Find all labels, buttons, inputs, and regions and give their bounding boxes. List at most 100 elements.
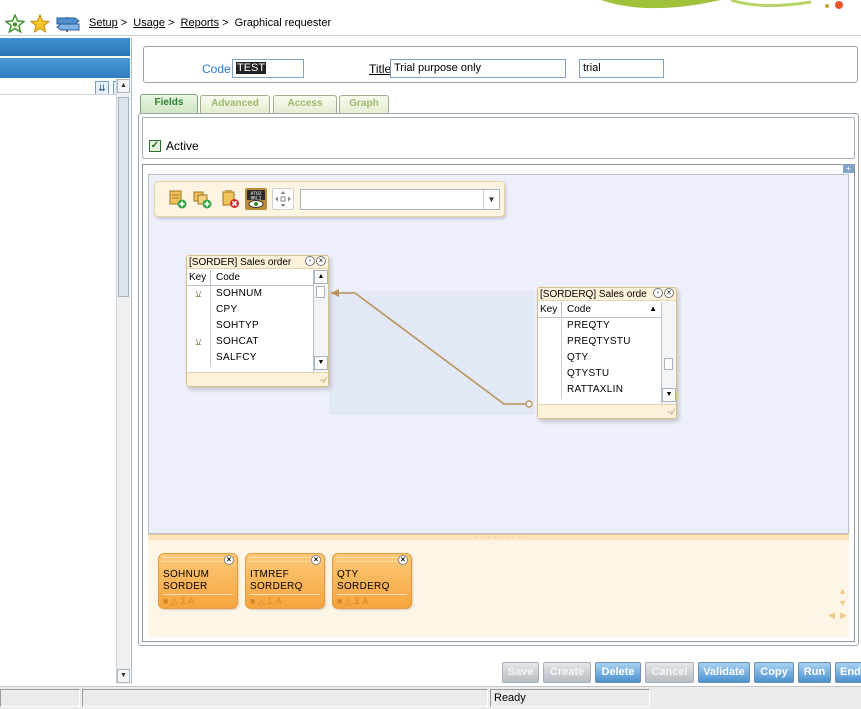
home-icon[interactable] [4, 13, 26, 35]
dropdown-arrow-icon[interactable]: ▼ [483, 190, 499, 209]
run-button[interactable]: Run [798, 662, 831, 683]
validate-button[interactable]: Validate [698, 662, 750, 683]
title-field[interactable]: Trial purpose only [390, 59, 566, 78]
table-title[interactable]: [SORDER] Sales order [187, 256, 328, 269]
chip-option-icons[interactable]: ■ △ Σ A [337, 594, 407, 606]
signpost-icon[interactable] [55, 13, 81, 35]
breadcrumb-separator: > [222, 17, 229, 29]
close-icon[interactable]: × [224, 555, 234, 565]
close-icon[interactable]: × [311, 555, 321, 565]
delete-button[interactable]: Delete [595, 662, 641, 683]
table-row[interactable]: QTYSTU [538, 367, 661, 383]
chip-drag-handle[interactable] [336, 557, 397, 562]
resize-grip-icon[interactable]: −∕ [667, 407, 674, 417]
chip-drag-handle[interactable] [162, 557, 223, 562]
scroll-left-icon[interactable]: ◀ [828, 610, 835, 620]
chip-option-icons[interactable]: ■ △ Σ A [163, 594, 233, 606]
breadcrumb-usage[interactable]: Usage [133, 17, 166, 29]
table-row[interactable]: CPY [187, 303, 313, 319]
create-button[interactable]: Create [543, 662, 591, 683]
selected-field-chip[interactable]: × ITMREF SORDERQ ■ △ Σ A [245, 553, 325, 609]
left-panel-scrollbar[interactable]: ▲ ▼ [116, 79, 130, 684]
scroll-down-icon[interactable]: ▼ [117, 669, 130, 683]
close-icon[interactable]: × [316, 256, 326, 266]
code-value: TEST [236, 62, 267, 74]
table-row[interactable]: RATTAXLIN [538, 383, 661, 399]
scroll-up-icon[interactable]: ▲ [314, 270, 328, 284]
table-card-sorder[interactable]: [SORDER] Sales order - × Key Code ⚺SOHNU… [186, 255, 329, 387]
selected-field-chip[interactable]: × SOHNUM SORDER ■ △ Σ A [158, 553, 238, 609]
link-highlight [329, 291, 535, 415]
scroll-down-icon[interactable]: ▼ [662, 388, 676, 402]
main-content: Code TEST Title Trial purpose only trial… [138, 38, 861, 684]
end-button[interactable]: End [835, 662, 861, 683]
scroll-up-icon[interactable]: ▲ [838, 586, 847, 596]
cancel-button[interactable]: Cancel [645, 662, 694, 683]
table-title[interactable]: [SORDERQ] Sales orde [538, 288, 676, 301]
field-code: QTYSTU [567, 368, 610, 379]
tab-graph[interactable]: Graph [339, 95, 389, 113]
close-icon[interactable]: × [398, 555, 408, 565]
table-row[interactable]: SALFCY [187, 351, 313, 367]
scroll-down-icon[interactable]: ▼ [314, 356, 328, 370]
short-title-field[interactable]: trial [579, 59, 664, 78]
table-row[interactable]: PREQTY [538, 319, 661, 335]
minimize-icon[interactable]: - [653, 288, 663, 298]
table-scrollbar[interactable]: ▼ [661, 302, 676, 404]
move-icon[interactable] [272, 188, 294, 210]
scroll-up-icon[interactable]: ▲ [117, 79, 130, 93]
save-button[interactable]: Save [502, 662, 539, 683]
selected-field-chip[interactable]: × QTY SORDERQ ■ △ Σ A [332, 553, 412, 609]
table-card-sorderq[interactable]: [SORDERQ] Sales orde - × Key Code ▲ PREQ… [537, 287, 677, 419]
add-link-icon[interactable] [191, 188, 213, 210]
key-column-header: Key [538, 302, 562, 318]
scrollbar-thumb[interactable] [118, 97, 129, 297]
chip-drag-handle[interactable] [249, 557, 310, 562]
scrollbar-thumb[interactable] [316, 286, 325, 298]
breadcrumb-reports[interactable]: Reports [180, 17, 220, 29]
table-column-header: Key Code ▲ [538, 302, 661, 318]
table-selector-combo[interactable]: ▼ [300, 189, 500, 210]
left-panel-row[interactable] [0, 79, 116, 95]
favorites-star-icon[interactable] [29, 13, 51, 35]
close-icon[interactable]: × [664, 288, 674, 298]
breadcrumb: Setup> Usage> Reports> Graphical request… [89, 17, 331, 29]
chip-table: SORDERQ [250, 581, 303, 592]
scroll-right-icon[interactable]: ▶ [840, 610, 847, 620]
delete-icon[interactable] [219, 188, 241, 210]
field-code: SOHNUM [216, 288, 263, 299]
chip-table: SORDER [163, 581, 208, 592]
breadcrumb-setup[interactable]: Setup [89, 17, 118, 29]
tab-advanced[interactable]: Advanced [200, 95, 270, 113]
table-row[interactable]: SOHTYP [187, 319, 313, 335]
table-footer: −∕ [538, 404, 676, 418]
table-join-link[interactable] [149, 175, 850, 535]
active-checkbox[interactable]: ✓ [149, 140, 161, 152]
active-label: Active [166, 139, 199, 153]
code-label: Code [202, 62, 231, 76]
title-label[interactable]: Title [369, 62, 392, 76]
table-row[interactable]: ⚺SOHCAT [187, 335, 313, 351]
table-rows: PREQTY PREQTYSTU QTY QTYSTU RATTAXLIN [538, 319, 661, 399]
selected-fields-area: × SOHNUM SORDER ■ △ Σ A × ITMREF SORDERQ… [148, 540, 849, 637]
add-table-icon[interactable] [167, 188, 189, 210]
tab-fields[interactable]: Fields [140, 94, 198, 113]
expand-corner-icon[interactable]: + [843, 164, 854, 173]
code-field[interactable]: TEST [232, 59, 304, 78]
table-scrollbar[interactable]: ▲ ▼ [313, 270, 328, 372]
scroll-down-icon[interactable]: ▼ [838, 598, 847, 608]
chip-option-icons[interactable]: ■ △ Σ A [250, 594, 320, 606]
sort-ascending-icon[interactable]: ▲ [649, 304, 657, 313]
table-row[interactable]: QTY [538, 351, 661, 367]
copy-button[interactable]: Copy [754, 662, 794, 683]
table-row[interactable]: ⚺SOHNUM [187, 287, 313, 303]
panel-splitter[interactable]: · · · · · · · · [148, 534, 849, 541]
field-code: CPY [216, 304, 238, 315]
tab-access[interactable]: Access [273, 95, 337, 113]
resize-grip-icon[interactable]: −∕ [319, 375, 326, 385]
minimize-icon[interactable]: - [305, 256, 315, 266]
table-row[interactable]: PREQTYSTU [538, 335, 661, 351]
scrollbar-thumb[interactable] [664, 358, 673, 370]
